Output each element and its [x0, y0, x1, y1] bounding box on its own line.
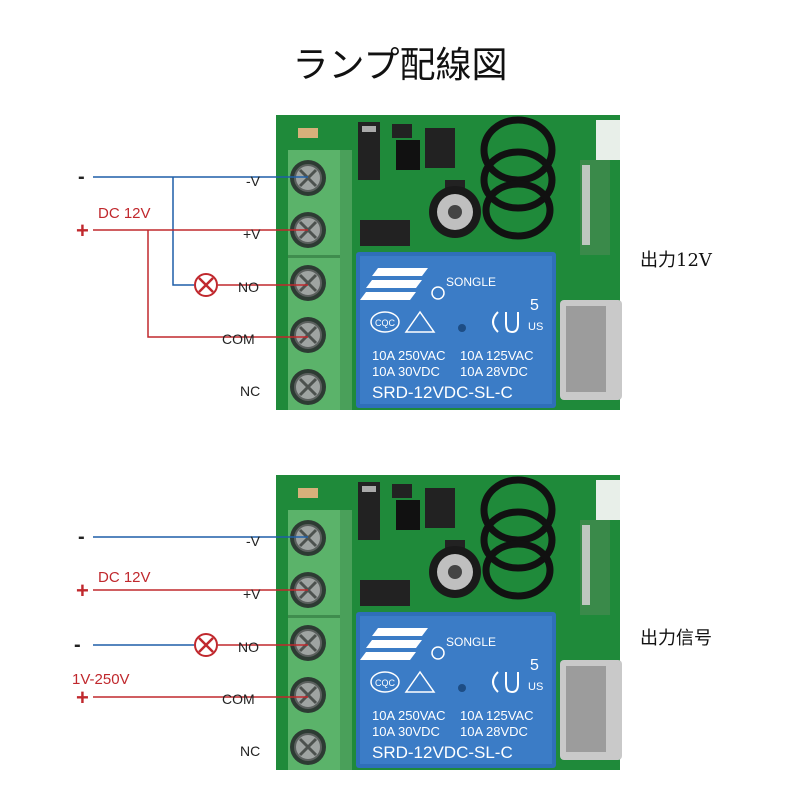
positive-wire [93, 229, 308, 338]
load-voltage-label: 1V-250V [72, 671, 130, 688]
terminal-label-no: NO [238, 639, 259, 655]
rating-2-left: 10A 30VDC [372, 724, 440, 739]
wiring-bottom: - + DC 12V - + 1V-250V -V +V NO COM NC [72, 526, 308, 759]
terminal-label-neg-v: -V [246, 533, 261, 549]
lamp-icon [194, 633, 218, 657]
cqc-mark: CQC [375, 318, 396, 328]
rating-2-right: 10A 28VDC [460, 724, 528, 739]
rating-1-right: 10A 125VAC [460, 708, 533, 723]
rating-1-left: 10A 250VAC [372, 348, 445, 363]
relay-voltage-digit: 5 [530, 657, 539, 674]
negative-wire [93, 536, 308, 646]
relay-board-bottom: SONGLE 5 CQC US 10A 250VAC 10A 125VAC 10… [276, 475, 622, 770]
supply-label: DC 12V [98, 569, 151, 586]
cqc-mark: CQC [375, 678, 396, 688]
relay-model: SRD-12VDC-SL-C [372, 383, 513, 402]
page-title: ランプ配線図 [292, 45, 508, 86]
rating-1-right: 10A 125VAC [460, 348, 533, 363]
terminal-label-nc: NC [240, 743, 260, 759]
relay-brand: SONGLE [446, 275, 496, 289]
minus-sign: - [78, 526, 85, 548]
rating-2-left: 10A 30VDC [372, 364, 440, 379]
positive-wire [93, 589, 308, 698]
rating-1-left: 10A 250VAC [372, 708, 445, 723]
terminal-label-neg-v: -V [246, 173, 261, 189]
terminal-label-com: COM [222, 691, 255, 707]
load-minus-sign: - [74, 634, 81, 656]
output-label-signal: 出力信号 [640, 628, 712, 649]
relay-voltage-digit: 5 [530, 297, 539, 314]
terminal-label-nc: NC [240, 383, 260, 399]
relay-model: SRD-12VDC-SL-C [372, 743, 513, 762]
load-plus-sign: + [76, 685, 89, 710]
rating-2-right: 10A 28VDC [460, 364, 528, 379]
terminal-label-pos-v: +V [243, 226, 261, 242]
plus-sign: + [76, 578, 89, 603]
terminal-label-com: COM [222, 331, 255, 347]
relay-board-top: SONGLE 5 CQC US 10A 250VAC 10A 125VAC 10… [276, 115, 622, 410]
us-mark: US [528, 321, 543, 333]
negative-wire [93, 176, 308, 286]
lamp-icon [194, 273, 218, 297]
minus-sign: - [78, 166, 85, 188]
terminal-label-no: NO [238, 279, 259, 295]
terminal-label-pos-v: +V [243, 586, 261, 602]
supply-label: DC 12V [98, 205, 151, 222]
plus-sign: + [76, 218, 89, 243]
us-mark: US [528, 681, 543, 693]
output-label-12v: 出力12V [640, 250, 712, 271]
relay-brand: SONGLE [446, 635, 496, 649]
wiring-top: - + DC 12V -V +V NO COM NC [76, 166, 308, 399]
